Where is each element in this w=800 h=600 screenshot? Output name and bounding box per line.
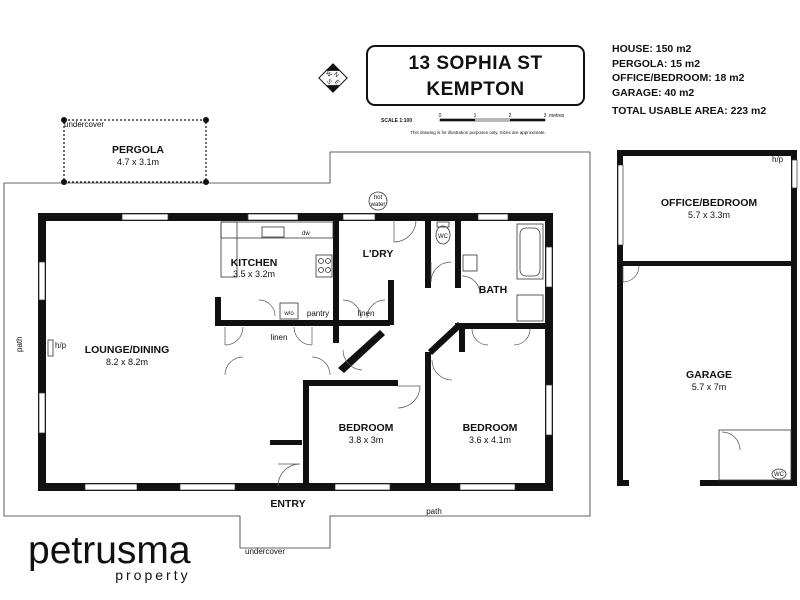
area-pergola: PERGOLA: 15 m2 — [612, 57, 701, 70]
dw-label: dw — [302, 231, 310, 237]
bedroom-2-size: 3.6 x 4.1m — [469, 435, 511, 445]
undercover-label-bottom: undercover — [245, 547, 285, 556]
windows — [38, 213, 553, 491]
entry-name: ENTRY — [270, 498, 305, 510]
wo-label: w/o — [283, 311, 294, 317]
bedroom-1-size: 3.8 x 3m — [349, 435, 384, 445]
lounge-name: LOUNGE/DINING — [85, 344, 170, 356]
logo-brand: petrusma — [28, 529, 191, 572]
garage-name: GARAGE — [686, 369, 732, 381]
compass-w: W — [324, 70, 332, 78]
kitchen-fixtures — [220, 221, 334, 320]
scale-bar: 0 1 2 3 metres — [439, 113, 565, 122]
address-title-box: 13 SOPHIA ST KEMPTON — [366, 45, 585, 106]
garage-walls — [617, 150, 798, 486]
area-total: TOTAL USABLE AREA: 223 m2 — [612, 105, 767, 117]
pantry-label: pantry — [307, 309, 329, 318]
doors — [224, 219, 531, 487]
linen-label-2: linen — [358, 309, 375, 318]
address-line-2: KEMPTON — [426, 79, 525, 100]
bedroom-1-name: BEDROOM — [339, 422, 394, 434]
pergola-size: 4.7 x 3.1m — [117, 157, 159, 167]
scale-unit: metres — [549, 113, 565, 119]
site-outline — [3, 151, 591, 549]
kitchen-name: KITCHEN — [231, 257, 278, 269]
wc-label-garage: WC — [774, 472, 785, 478]
pergola-name: PERGOLA — [112, 144, 164, 156]
undercover-label-top: undercover — [64, 120, 104, 129]
scale-label: SCALE 1:100 — [381, 118, 413, 124]
compass-s: S — [325, 79, 332, 86]
bath-name: BATH — [479, 284, 507, 296]
bedroom-2-name: BEDROOM — [463, 422, 518, 434]
office-size: 5.7 x 3.3m — [688, 210, 730, 220]
area-summary: HOUSE: 150 m2 PERGOLA: 15 m2 OFFICE/BEDR… — [612, 42, 766, 119]
path-label-left: path — [15, 336, 24, 352]
hot-water-icon — [368, 191, 388, 211]
scale-tick-0: 0 — [439, 113, 442, 119]
hp-label-lounge: h/p — [55, 341, 67, 350]
laundry-name: L'DRY — [363, 248, 394, 260]
compass-e: E — [333, 79, 340, 86]
lounge-size: 8.2 x 8.2m — [106, 357, 148, 367]
wc-label-house: WC — [438, 234, 449, 240]
path-label-bottom: path — [426, 507, 442, 516]
hot-water-label-2: water — [370, 202, 386, 208]
scale-tick-1: 1 — [474, 113, 477, 119]
compass-n: N — [332, 72, 339, 79]
garage-size: 5.7 x 7m — [692, 382, 727, 392]
kitchen-size: 3.5 x 3.2m — [233, 269, 275, 279]
office-name: OFFICE/BEDROOM — [661, 197, 758, 209]
area-office: OFFICE/BEDROOM: 18 m2 — [612, 72, 745, 84]
scale-tick-2: 2 — [509, 113, 512, 119]
company-logo: petrusma property — [28, 529, 191, 584]
area-garage: GARAGE: 40 m2 — [612, 86, 695, 99]
scale-tick-3: 3 — [544, 113, 547, 119]
linen-label-1: linen — [271, 333, 288, 342]
disclaimer-text: This drawing is for illustration purpose… — [410, 130, 546, 135]
compass-icon: N S E W — [318, 63, 348, 93]
bath-fixtures — [435, 221, 544, 322]
area-house: HOUSE: 150 m2 — [612, 43, 692, 55]
pergola-outline — [61, 117, 209, 185]
logo-sub: property — [115, 567, 191, 583]
address-line-1: 13 SOPHIA ST — [408, 53, 543, 74]
hot-water-label-1: hot — [374, 195, 383, 201]
hp-label-office: h/p — [772, 155, 784, 164]
